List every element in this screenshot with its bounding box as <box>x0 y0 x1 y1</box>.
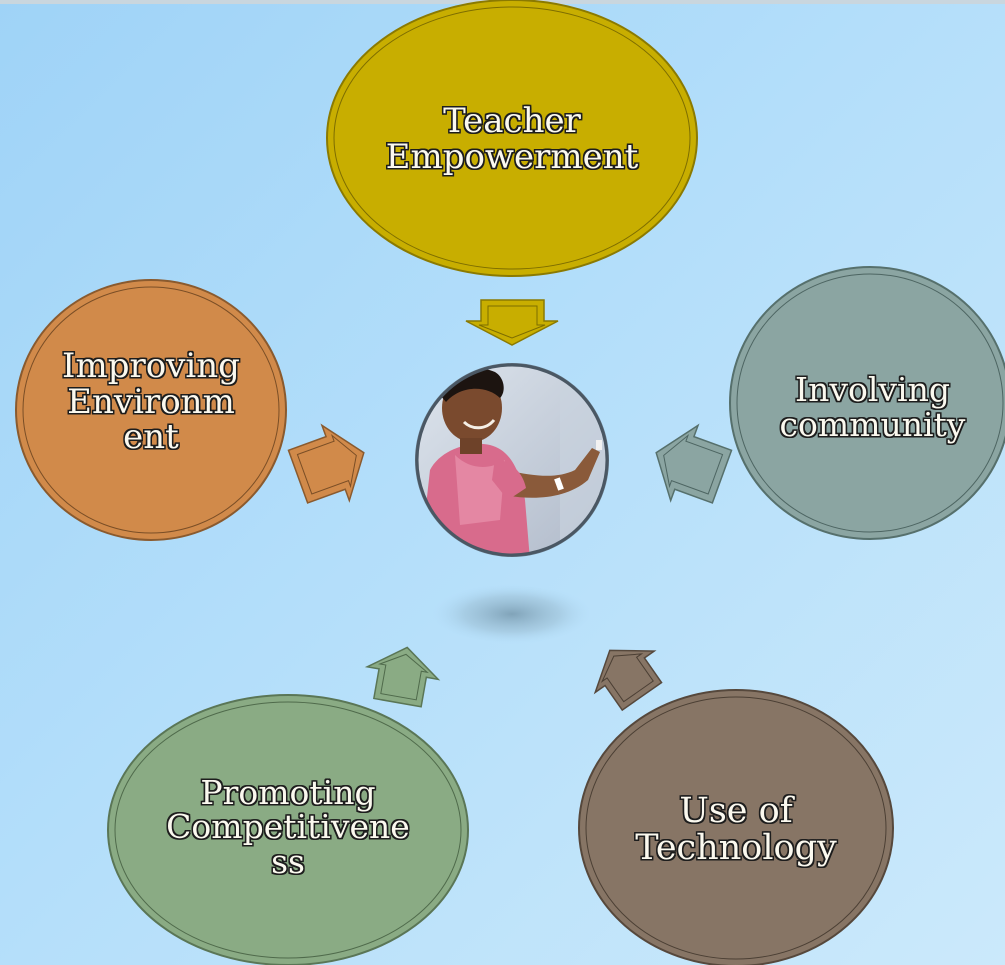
node-ellipse <box>729 266 1005 540</box>
node-ellipse <box>578 689 894 965</box>
arrow-from-teacher-empowerment <box>465 299 559 346</box>
label-involving-community: Involving community <box>760 360 985 455</box>
arrow-from-use-of-technology <box>593 649 663 712</box>
label-teacher-empowerment: Teacher Empowerment <box>362 90 662 190</box>
arrow-from-improving-environment <box>287 423 365 504</box>
node-improving-environment <box>15 279 287 541</box>
center-shadow <box>432 584 592 644</box>
arrow-from-involving-community <box>655 423 733 504</box>
label-text: Involving community <box>779 369 966 444</box>
label-promoting-competitiveness: Promoting Competitivene ss <box>148 765 428 890</box>
arrow-from-promoting-competitiveness <box>364 646 441 708</box>
label-use-of-technology: Use of Technology <box>620 785 852 875</box>
label-text: Use of Technology <box>635 791 837 868</box>
label-text: Improving Environm ent <box>62 345 240 458</box>
label-text: Teacher Empowerment <box>385 101 639 177</box>
node-ellipse <box>107 694 469 965</box>
arrow-shape <box>593 649 663 712</box>
node-ellipse <box>326 0 698 277</box>
label-improving-environment: Improving Environm ent <box>41 335 261 470</box>
node-involving-community <box>729 266 1005 540</box>
node-promoting-competitiveness <box>107 694 469 965</box>
node-teacher-empowerment <box>326 0 698 277</box>
node-use-of-technology <box>578 689 894 965</box>
label-text: Promoting Competitivene ss <box>166 772 410 881</box>
center-photo <box>415 363 609 557</box>
node-ellipse <box>15 279 287 541</box>
arrow-shape <box>465 299 559 346</box>
arrow-shape <box>364 646 441 708</box>
arrow-shape <box>287 423 365 504</box>
arrow-shape <box>655 423 733 504</box>
